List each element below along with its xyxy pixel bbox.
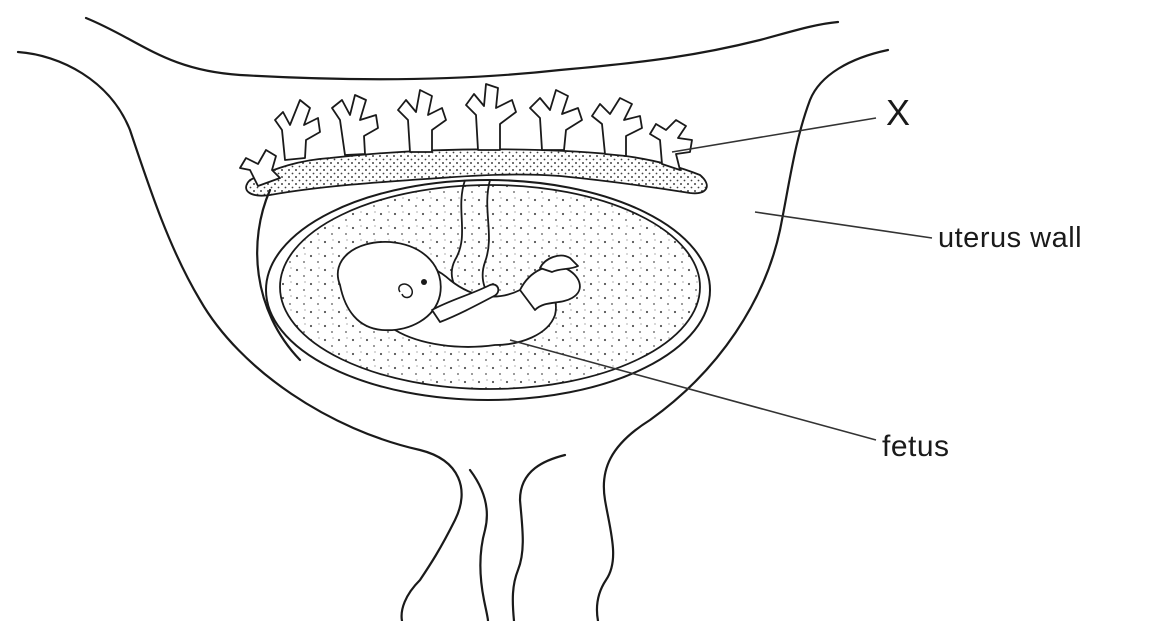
fetus-eye [421,279,427,285]
leader-line-x [672,118,876,152]
label-x: X [886,92,910,134]
label-uterus-wall: uterus wall [938,222,1082,255]
label-fetus: fetus [882,430,950,464]
leader-line-fetus [510,340,876,440]
